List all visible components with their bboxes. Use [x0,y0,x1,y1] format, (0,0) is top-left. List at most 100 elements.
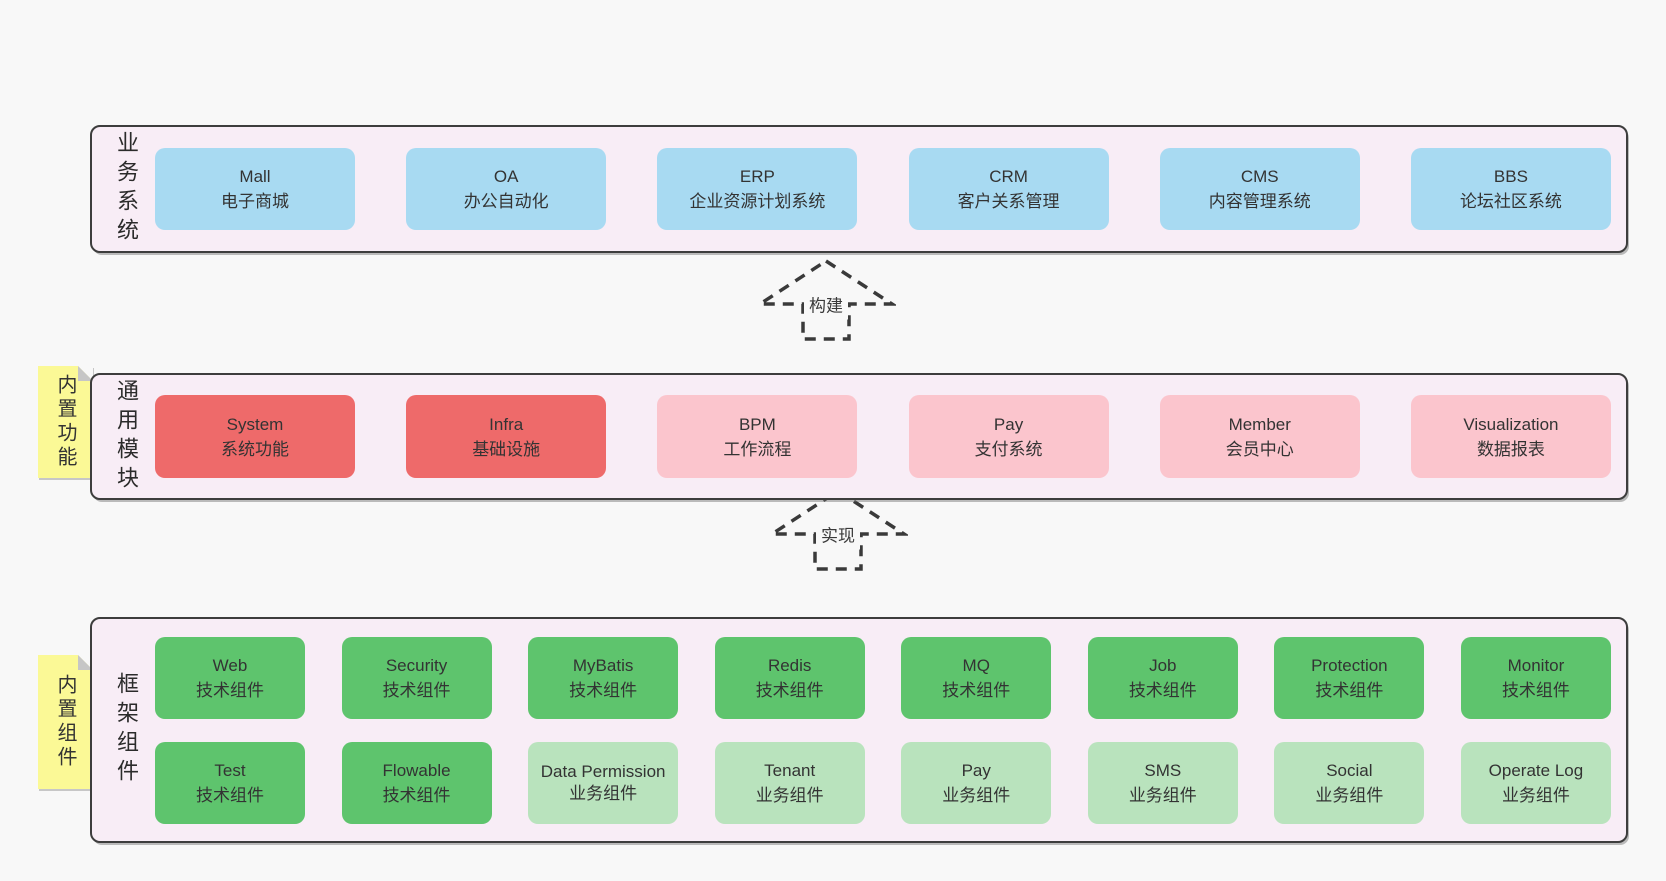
box-oa: OA 办公自动化 [406,148,607,230]
box-pay-component: Pay 业务组件 [901,741,1052,824]
box-data-permission: Data Permission 业务组件 [528,741,679,824]
box-title: CMS [1240,167,1279,186]
box-title: Mall [239,167,271,186]
box-title: Redis [767,655,812,675]
common-modules-panel: 通用模块 System 系统功能 Infra 基础设施 BPM 工作流程 Pay… [90,373,1628,500]
box-operate-log: Operate Log 业务组件 [1460,741,1611,824]
box-title: Pay [961,760,991,780]
panel-label-business: 业务系统 [114,131,139,247]
box-bpm: BPM 工作流程 [657,395,858,478]
build-arrow-label: 构建 [804,288,848,320]
box-subtitle: 内容管理系统 [1208,192,1311,211]
box-subtitle: 技术组件 [1315,680,1384,700]
framework-row-2: Test 技术组件 Flowable 技术组件 Data Permission … [155,741,1611,824]
box-subtitle: 技术组件 [755,680,824,700]
box-subtitle: 技术组件 [382,785,451,805]
box-visualization: Visualization 数据报表 [1410,395,1611,478]
tag-label: 内置功能 [54,374,76,470]
dashed-up-arrow-icon [756,258,896,341]
box-title: Protection [1311,655,1388,675]
box-mybatis: MyBatis 技术组件 [528,636,679,719]
box-title: ERP [739,167,775,186]
box-title: Web [212,655,248,675]
framework-row-1: Web 技术组件 Security 技术组件 MyBatis 技术组件 Redi… [155,636,1611,719]
box-subtitle: 数据报表 [1476,439,1545,459]
box-subtitle: 技术组件 [1128,680,1197,700]
panel-label-framework: 框架组件 [114,672,139,788]
box-title: Pay [993,414,1024,434]
box-title: Flowable [382,760,451,780]
box-title: MyBatis [572,655,634,675]
box-bbs: BBS 论坛社区系统 [1410,148,1611,230]
box-subtitle: 客户关系管理 [957,192,1060,211]
built-in-functions-tag: 内置功能 [38,366,93,478]
build-arrow: 构建 [756,257,896,343]
box-system: System 系统功能 [155,395,355,478]
box-security: Security 技术组件 [341,636,492,719]
box-social: Social 业务组件 [1274,741,1425,824]
box-title: Monitor [1507,655,1565,675]
box-subtitle: 业务组件 [1501,785,1570,805]
dashed-up-arrow-icon [768,488,908,571]
box-subtitle: 业务组件 [1315,785,1384,805]
box-subtitle: 论坛社区系统 [1459,192,1562,211]
box-title: System [226,414,284,434]
box-title: Test [214,760,246,780]
box-mq: MQ 技术组件 [901,636,1052,719]
box-subtitle: 业务组件 [942,785,1011,805]
box-subtitle: 支付系统 [974,439,1043,459]
business-box-row: Mall 电子商城 OA 办公自动化 ERP 企业资源计划系统 CRM 客户关系… [155,148,1611,230]
box-subtitle: 会员中心 [1225,439,1294,459]
box-flowable: Flowable 技术组件 [341,741,492,824]
box-subtitle: 技术组件 [569,680,638,700]
box-subtitle: 业务组件 [1128,785,1197,805]
box-subtitle: 技术组件 [196,785,264,805]
business-systems-panel: 业务系统 Mall 电子商城 OA 办公自动化 ERP 企业资源计划系统 CRM… [90,125,1628,253]
box-title: Tenant [764,760,816,780]
box-subtitle: 技术组件 [382,680,451,700]
box-member: Member 会员中心 [1159,395,1360,478]
box-title: Visualization [1463,414,1559,434]
box-pay-module: Pay 支付系统 [908,395,1109,478]
box-crm: CRM 客户关系管理 [908,148,1109,230]
box-web: Web 技术组件 [155,636,305,719]
modules-box-row: System 系统功能 Infra 基础设施 BPM 工作流程 Pay 支付系统… [155,395,1611,478]
box-subtitle: 系统功能 [221,439,289,459]
box-title: MQ [962,655,990,675]
box-infra: Infra 基础设施 [406,395,607,478]
box-subtitle: 企业资源计划系统 [689,192,826,211]
box-title: Data Permission [540,761,666,781]
implement-arrow: 实现 [768,487,908,573]
box-erp: ERP 企业资源计划系统 [657,148,858,230]
box-job: Job 技术组件 [1087,636,1238,719]
box-subtitle: 工作流程 [723,439,792,459]
box-title: OA [493,167,519,186]
box-subtitle: 技术组件 [942,680,1011,700]
framework-rows: Web 技术组件 Security 技术组件 MyBatis 技术组件 Redi… [155,636,1611,824]
box-mall: Mall 电子商城 [155,148,355,230]
box-title: BBS [1493,167,1528,186]
implement-arrow-label: 实现 [816,518,860,550]
box-subtitle: 技术组件 [196,680,264,700]
box-title: BPM [738,414,776,434]
box-title: Infra [489,414,524,434]
panel-label-modules: 通用模块 [114,378,139,495]
box-cms: CMS 内容管理系统 [1159,148,1360,230]
box-test: Test 技术组件 [155,741,305,824]
box-protection: Protection 技术组件 [1274,636,1425,719]
box-subtitle: 办公自动化 [463,192,549,211]
box-title: Security [385,655,448,675]
box-tenant: Tenant 业务组件 [714,741,865,824]
box-title: Member [1228,414,1291,434]
box-title: Social [1326,760,1373,780]
box-subtitle: 技术组件 [1501,680,1570,700]
box-subtitle: 业务组件 [755,785,824,805]
box-title: SMS [1144,760,1182,780]
box-subtitle: 业务组件 [569,783,638,803]
box-title: Operate Log [1488,760,1584,780]
box-sms: SMS 业务组件 [1087,741,1238,824]
built-in-components-tag: 内置组件 [38,655,93,789]
box-subtitle: 电子商城 [221,192,289,211]
box-redis: Redis 技术组件 [714,636,865,719]
tag-label: 内置组件 [54,674,76,770]
